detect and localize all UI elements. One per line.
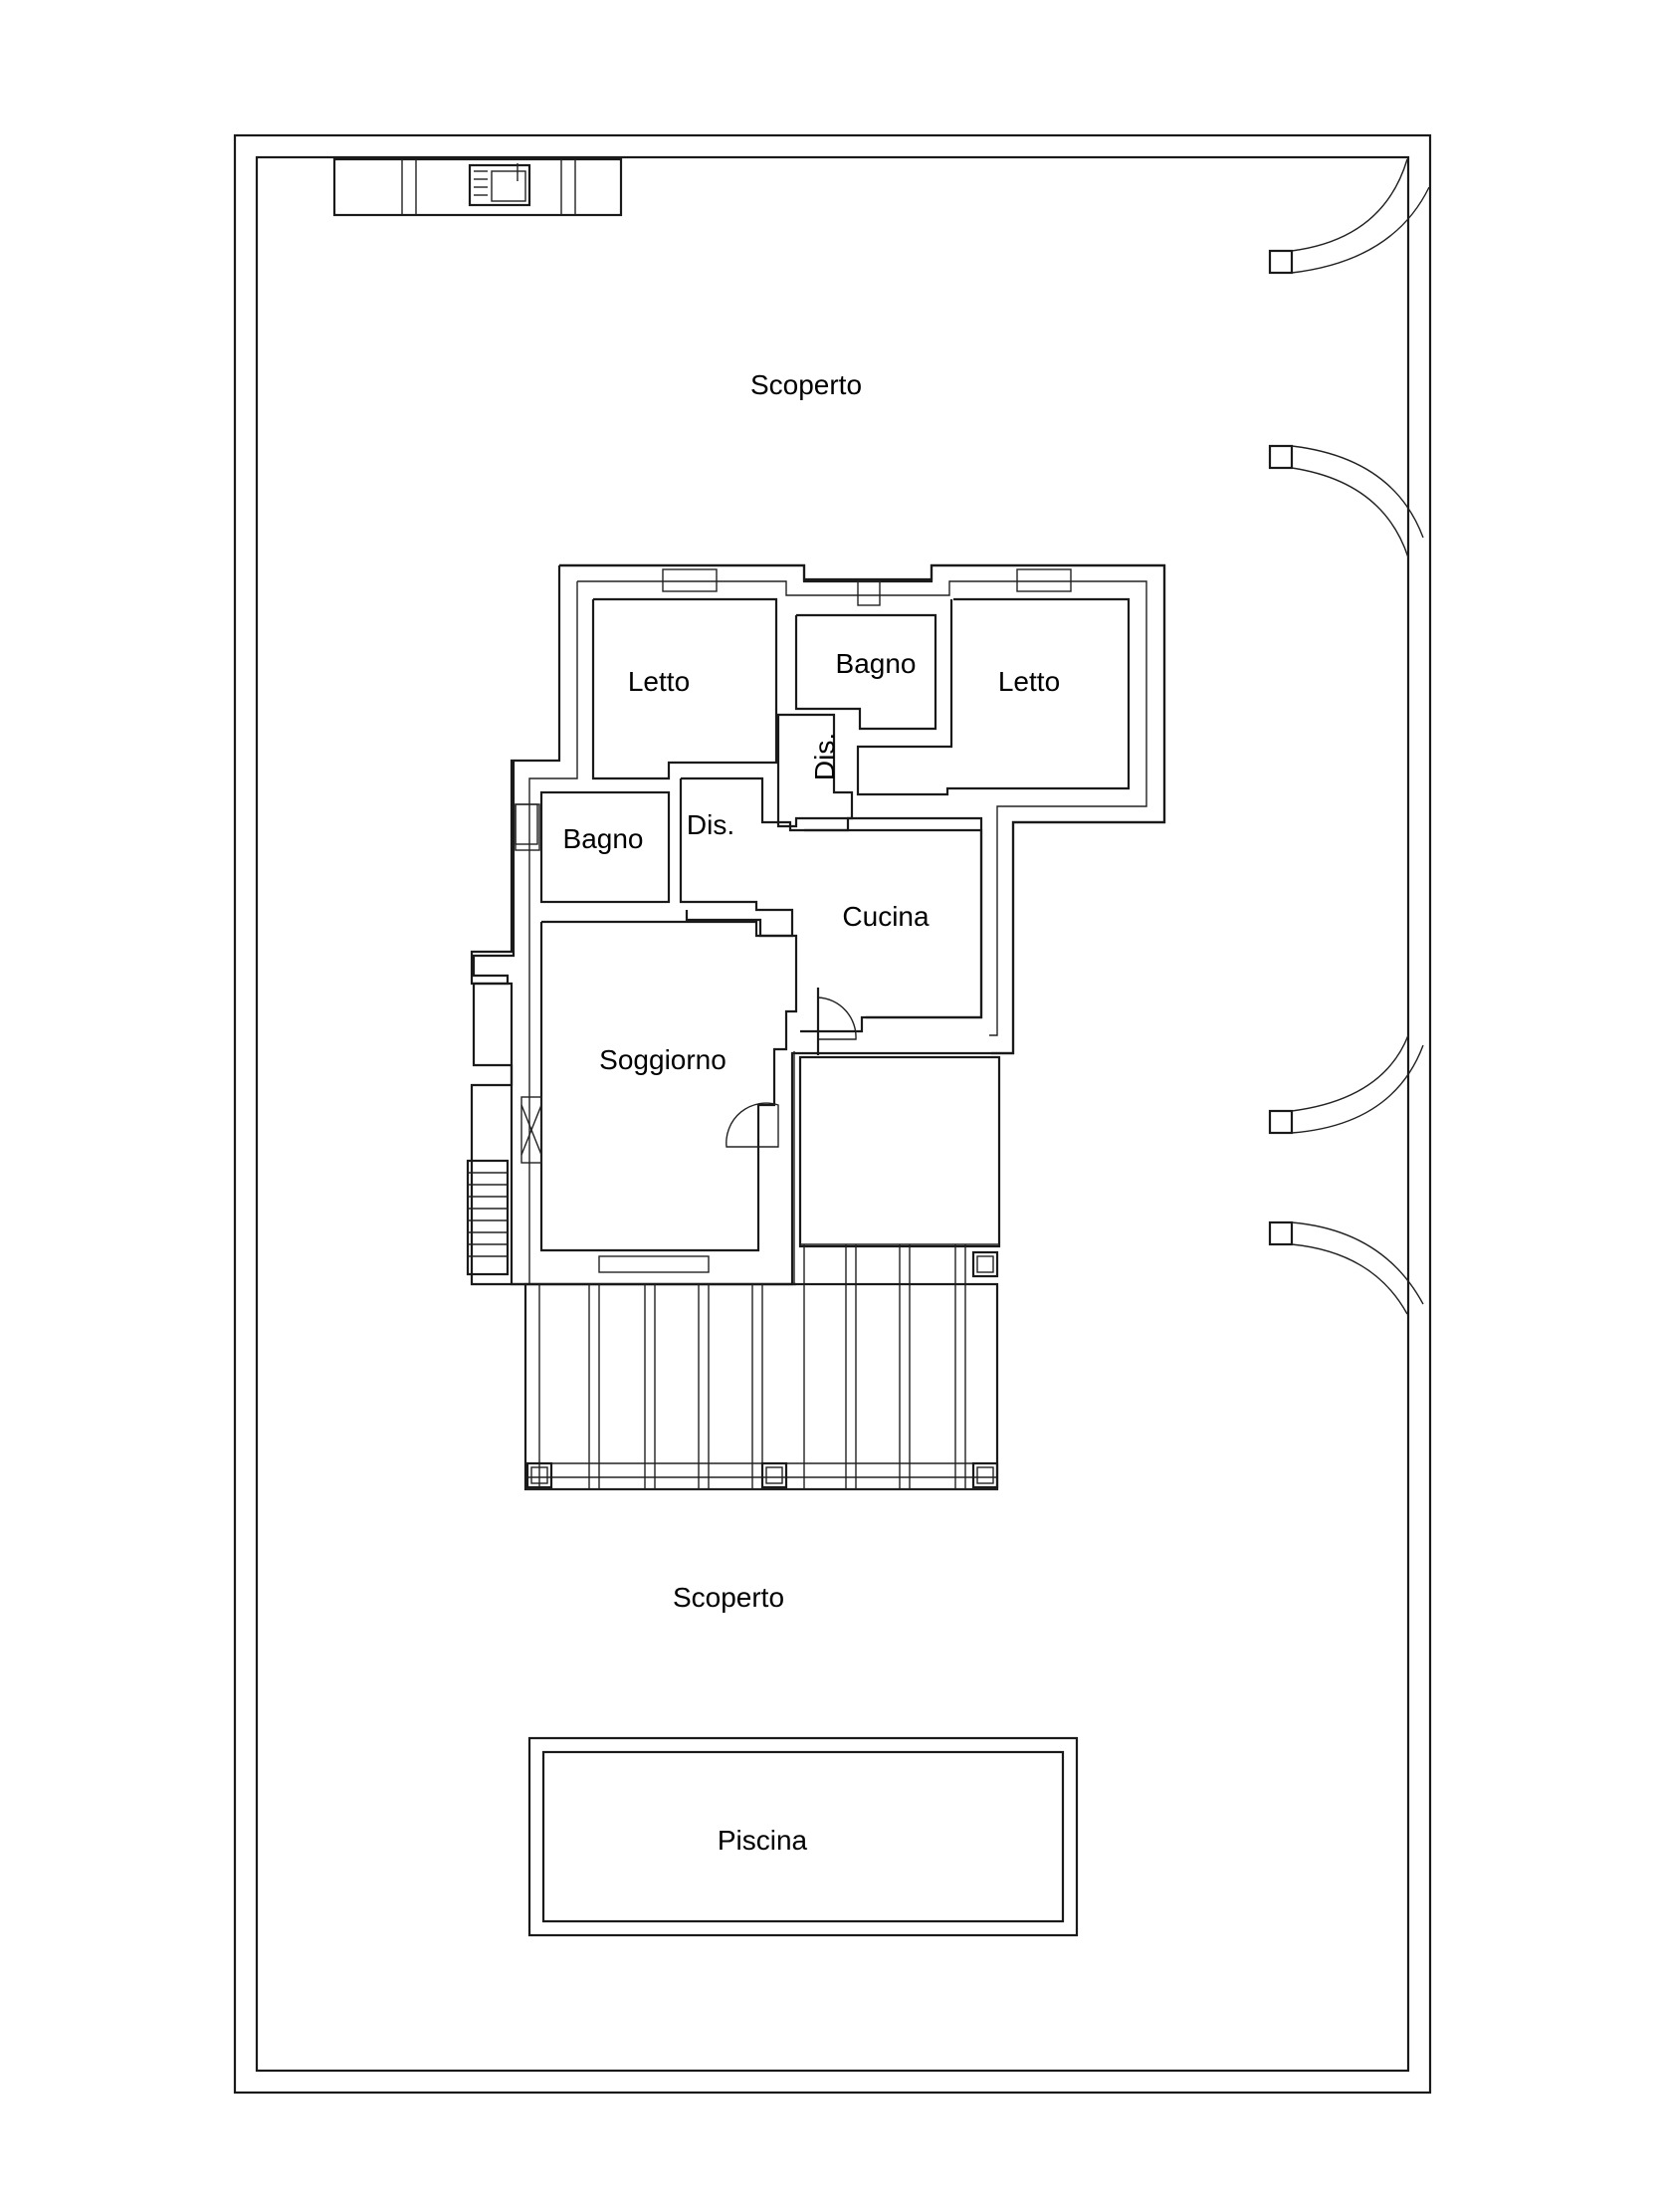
living-room-label: Soggiorno (599, 1044, 727, 1075)
pool-label: Piscina (718, 1825, 808, 1856)
gate-top-right (1268, 158, 1430, 275)
room-bedroom-left (591, 597, 778, 780)
stairs (466, 1159, 510, 1276)
room-hallway-vertical (776, 713, 854, 828)
bedroom-left-label: Letto (628, 666, 690, 697)
property-boundary (233, 133, 1432, 2095)
kitchen-label: Cucina (842, 901, 930, 932)
outdoor-area-label-bottom: Scoperto (673, 1582, 784, 1613)
room-bathroom-top (794, 613, 937, 731)
bathroom-left-label: Bagno (563, 823, 644, 854)
bedroom-right-label: Letto (998, 666, 1060, 697)
room-kitchen (804, 828, 983, 1055)
outdoor-sink-counter (332, 157, 623, 217)
room-living (520, 920, 798, 1252)
gate-middle-right (1268, 444, 1424, 1135)
room-bedroom-right (856, 597, 1131, 796)
outdoor-area-label-top: Scoperto (750, 369, 862, 400)
hallway-vertical-label: Dis. (809, 733, 840, 780)
hallway-left-label: Dis. (687, 809, 734, 840)
house-walls (470, 563, 1166, 1286)
bathroom-top-label: Bagno (836, 648, 917, 679)
pergola (523, 1243, 999, 1491)
pool (527, 1736, 1079, 1937)
room-unlabeled (793, 1051, 1001, 1284)
room-hallway-left (679, 776, 983, 1033)
room-bathroom-left (515, 790, 671, 904)
gate-lower-right (1268, 1220, 1424, 1315)
